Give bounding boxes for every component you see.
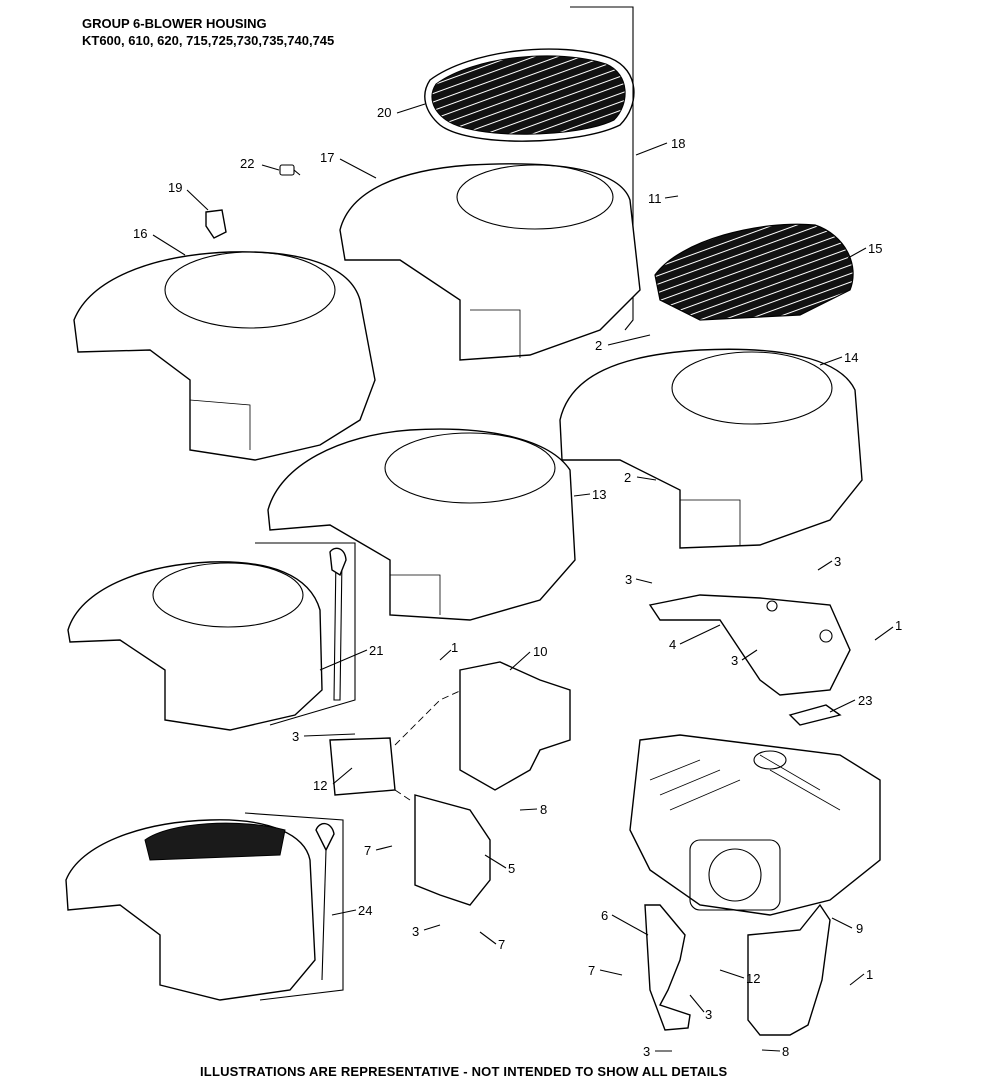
blower-housing-17 bbox=[339, 163, 641, 361]
callout-1a: 1 bbox=[895, 618, 902, 633]
callout-7c: 7 bbox=[588, 963, 595, 978]
callout-3d: 3 bbox=[292, 729, 299, 744]
callout-13: 13 bbox=[592, 487, 606, 502]
callout-1b: 1 bbox=[451, 640, 458, 655]
callout-21: 21 bbox=[369, 643, 383, 658]
bracket-4 bbox=[648, 594, 851, 696]
fastener-22 bbox=[279, 164, 301, 176]
callout-10: 10 bbox=[533, 644, 547, 659]
engine-block bbox=[629, 734, 881, 916]
blower-housing-16 bbox=[73, 251, 376, 461]
baffle-10 bbox=[459, 661, 571, 791]
callout-3f: 3 bbox=[705, 1007, 712, 1022]
callout-22: 22 bbox=[240, 156, 254, 171]
callout-8b: 8 bbox=[782, 1044, 789, 1059]
baffle-9 bbox=[747, 903, 831, 1036]
callout-labels: 20 22 17 18 19 11 16 15 2 14 2 13 3 3 21… bbox=[133, 105, 902, 1059]
callout-19: 19 bbox=[168, 180, 182, 195]
callout-17: 17 bbox=[320, 150, 334, 165]
baffle-6 bbox=[644, 904, 691, 1031]
callout-5: 5 bbox=[508, 861, 515, 876]
callout-7b: 7 bbox=[498, 937, 505, 952]
callout-11: 11 bbox=[648, 191, 662, 206]
callout-3a: 3 bbox=[625, 572, 632, 587]
blower-housing-24 bbox=[65, 812, 344, 1001]
blower-housing-21 bbox=[67, 542, 356, 731]
callout-3c: 3 bbox=[731, 653, 738, 668]
callout-3b: 3 bbox=[834, 554, 841, 569]
disclaimer-footer: ILLUSTRATIONS ARE REPRESENTATIVE - NOT I… bbox=[200, 1064, 728, 1079]
callout-24: 24 bbox=[358, 903, 372, 918]
callout-1c: 1 bbox=[866, 967, 873, 982]
callout-3g: 3 bbox=[643, 1044, 650, 1059]
diagram-title: GROUP 6-BLOWER HOUSING bbox=[82, 16, 267, 31]
callout-20: 20 bbox=[377, 105, 391, 120]
callout-23: 23 bbox=[858, 693, 872, 708]
callout-2a: 2 bbox=[595, 338, 602, 353]
callout-2b: 2 bbox=[624, 470, 631, 485]
blower-housing-14 bbox=[559, 348, 863, 549]
bracket-12 bbox=[329, 689, 463, 796]
callout-12a: 12 bbox=[313, 778, 327, 793]
leader-lines bbox=[152, 103, 894, 1052]
grille-screen-20 bbox=[424, 48, 635, 142]
model-list: KT600, 610, 620, 715,725,730,735,740,745 bbox=[82, 33, 335, 48]
blower-housing-13 bbox=[267, 428, 576, 621]
baffle-5 bbox=[394, 789, 491, 906]
callout-18: 18 bbox=[671, 136, 685, 151]
gasket-23 bbox=[788, 704, 842, 726]
callout-6: 6 bbox=[601, 908, 608, 923]
callout-16: 16 bbox=[133, 226, 147, 241]
callout-3e: 3 bbox=[412, 924, 419, 939]
grille-15 bbox=[654, 223, 854, 321]
callout-15: 15 bbox=[868, 241, 882, 256]
callout-14: 14 bbox=[844, 350, 858, 365]
callout-12b: 12 bbox=[746, 971, 760, 986]
callout-7a: 7 bbox=[364, 843, 371, 858]
callout-9: 9 bbox=[856, 921, 863, 936]
callout-4: 4 bbox=[669, 637, 676, 652]
bracket-line-18 bbox=[570, 6, 634, 331]
callout-8a: 8 bbox=[540, 802, 547, 817]
clip-19 bbox=[205, 209, 227, 239]
